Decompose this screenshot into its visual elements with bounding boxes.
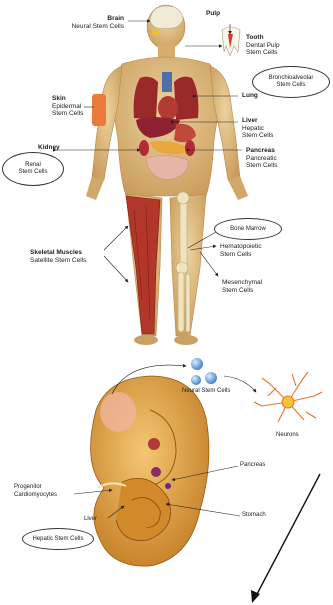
leg-muscle xyxy=(126,196,160,334)
label-stomach: Stomach xyxy=(242,512,266,520)
label-lung: Lung xyxy=(242,92,258,100)
skin-patch xyxy=(92,94,106,126)
diagonal-arrow xyxy=(256,474,320,596)
label-pancreas-embryo: Pancreas xyxy=(240,462,265,470)
brain-stem-highlight xyxy=(152,30,160,36)
embryo-figure xyxy=(91,376,209,566)
label-neural-stem-cells: Neural Stem Cells xyxy=(182,388,230,396)
brain-shape xyxy=(150,6,183,28)
label-liver-embryo: Liver xyxy=(84,516,97,524)
label-neurons: Neurons xyxy=(276,432,299,440)
neural-stem-cells-graphic xyxy=(191,358,217,385)
label-kidney: Kidney xyxy=(38,144,60,152)
label-pulp: Pulp xyxy=(206,10,220,18)
bubble-bone-marrow: Bone Marrow xyxy=(214,218,282,240)
kidney-shape xyxy=(139,140,149,156)
bubble-hepatic-stem-cells: Hepatic Stem Cells xyxy=(22,528,94,550)
